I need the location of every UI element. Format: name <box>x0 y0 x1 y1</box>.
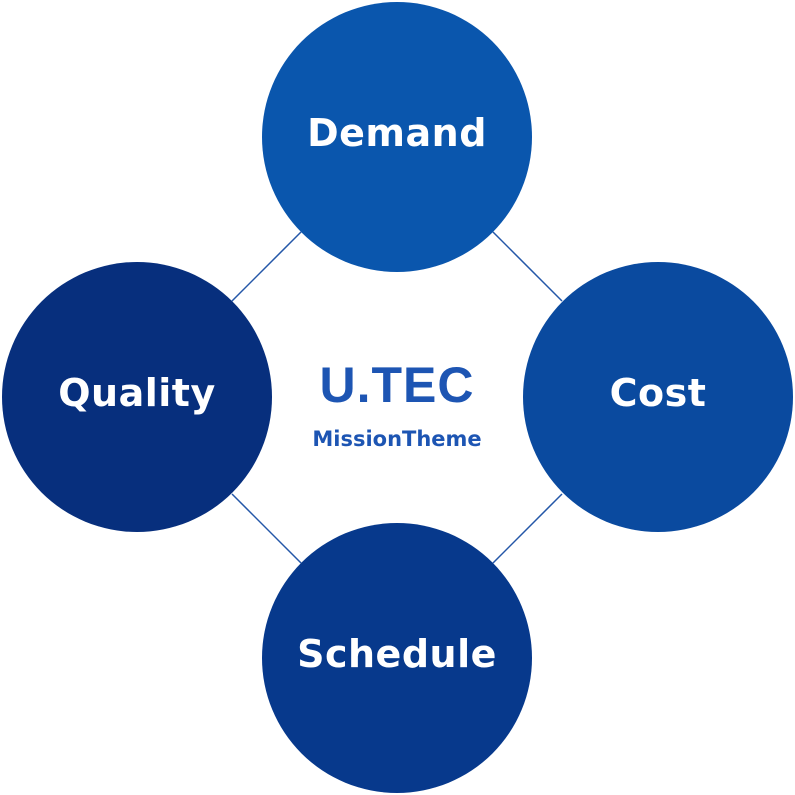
node-demand: Demand <box>262 2 532 272</box>
node-schedule-label: Schedule <box>297 632 497 676</box>
connector-left-top <box>231 231 302 302</box>
node-schedule-circle <box>262 523 532 793</box>
brand-logo: U.TEC <box>320 357 475 413</box>
center-logo: U.TEC MissionTheme <box>312 357 481 451</box>
connector-right-bottom <box>492 493 563 564</box>
node-schedule: Schedule <box>262 523 532 793</box>
node-cost: Cost <box>523 262 793 532</box>
node-quality-circle <box>2 262 272 532</box>
node-cost-label: Cost <box>610 371 707 415</box>
node-demand-label: Demand <box>307 111 487 155</box>
connector-top-right <box>492 231 563 302</box>
node-quality: Quality <box>2 262 272 532</box>
node-cost-circle <box>523 262 793 532</box>
node-quality-label: Quality <box>58 371 216 415</box>
connector-bottom-left <box>231 493 302 564</box>
node-demand-circle <box>262 2 532 272</box>
mission-theme-subtitle: MissionTheme <box>312 427 481 451</box>
